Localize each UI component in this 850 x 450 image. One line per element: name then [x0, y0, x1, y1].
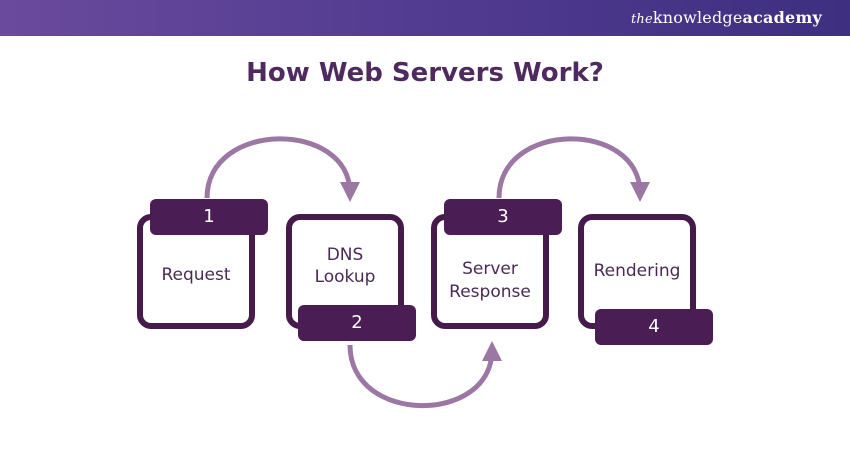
step-label-line-2: Response [449, 282, 531, 302]
step-number-badge: 2 [298, 305, 416, 341]
step-label-line-2: Lookup [314, 267, 376, 287]
arrow-2-to-3 [347, 341, 502, 409]
arrow-1-to-2 [204, 136, 360, 202]
step-number-badge: 4 [595, 309, 713, 345]
step-label-line-1: DNS [326, 245, 364, 265]
brand-logo: theknowledgeacademy [630, 8, 822, 27]
step-label-line-1: Server [462, 259, 518, 279]
step-number-badge: 1 [150, 199, 268, 235]
diagram-title: How Web Servers Work? [246, 58, 604, 88]
step-number-badge: 3 [444, 199, 562, 235]
header-bar: theknowledgeacademy [0, 0, 850, 36]
arrow-3-to-4 [496, 136, 650, 202]
step-label: Request [161, 265, 231, 285]
step-label: Rendering [593, 261, 681, 281]
